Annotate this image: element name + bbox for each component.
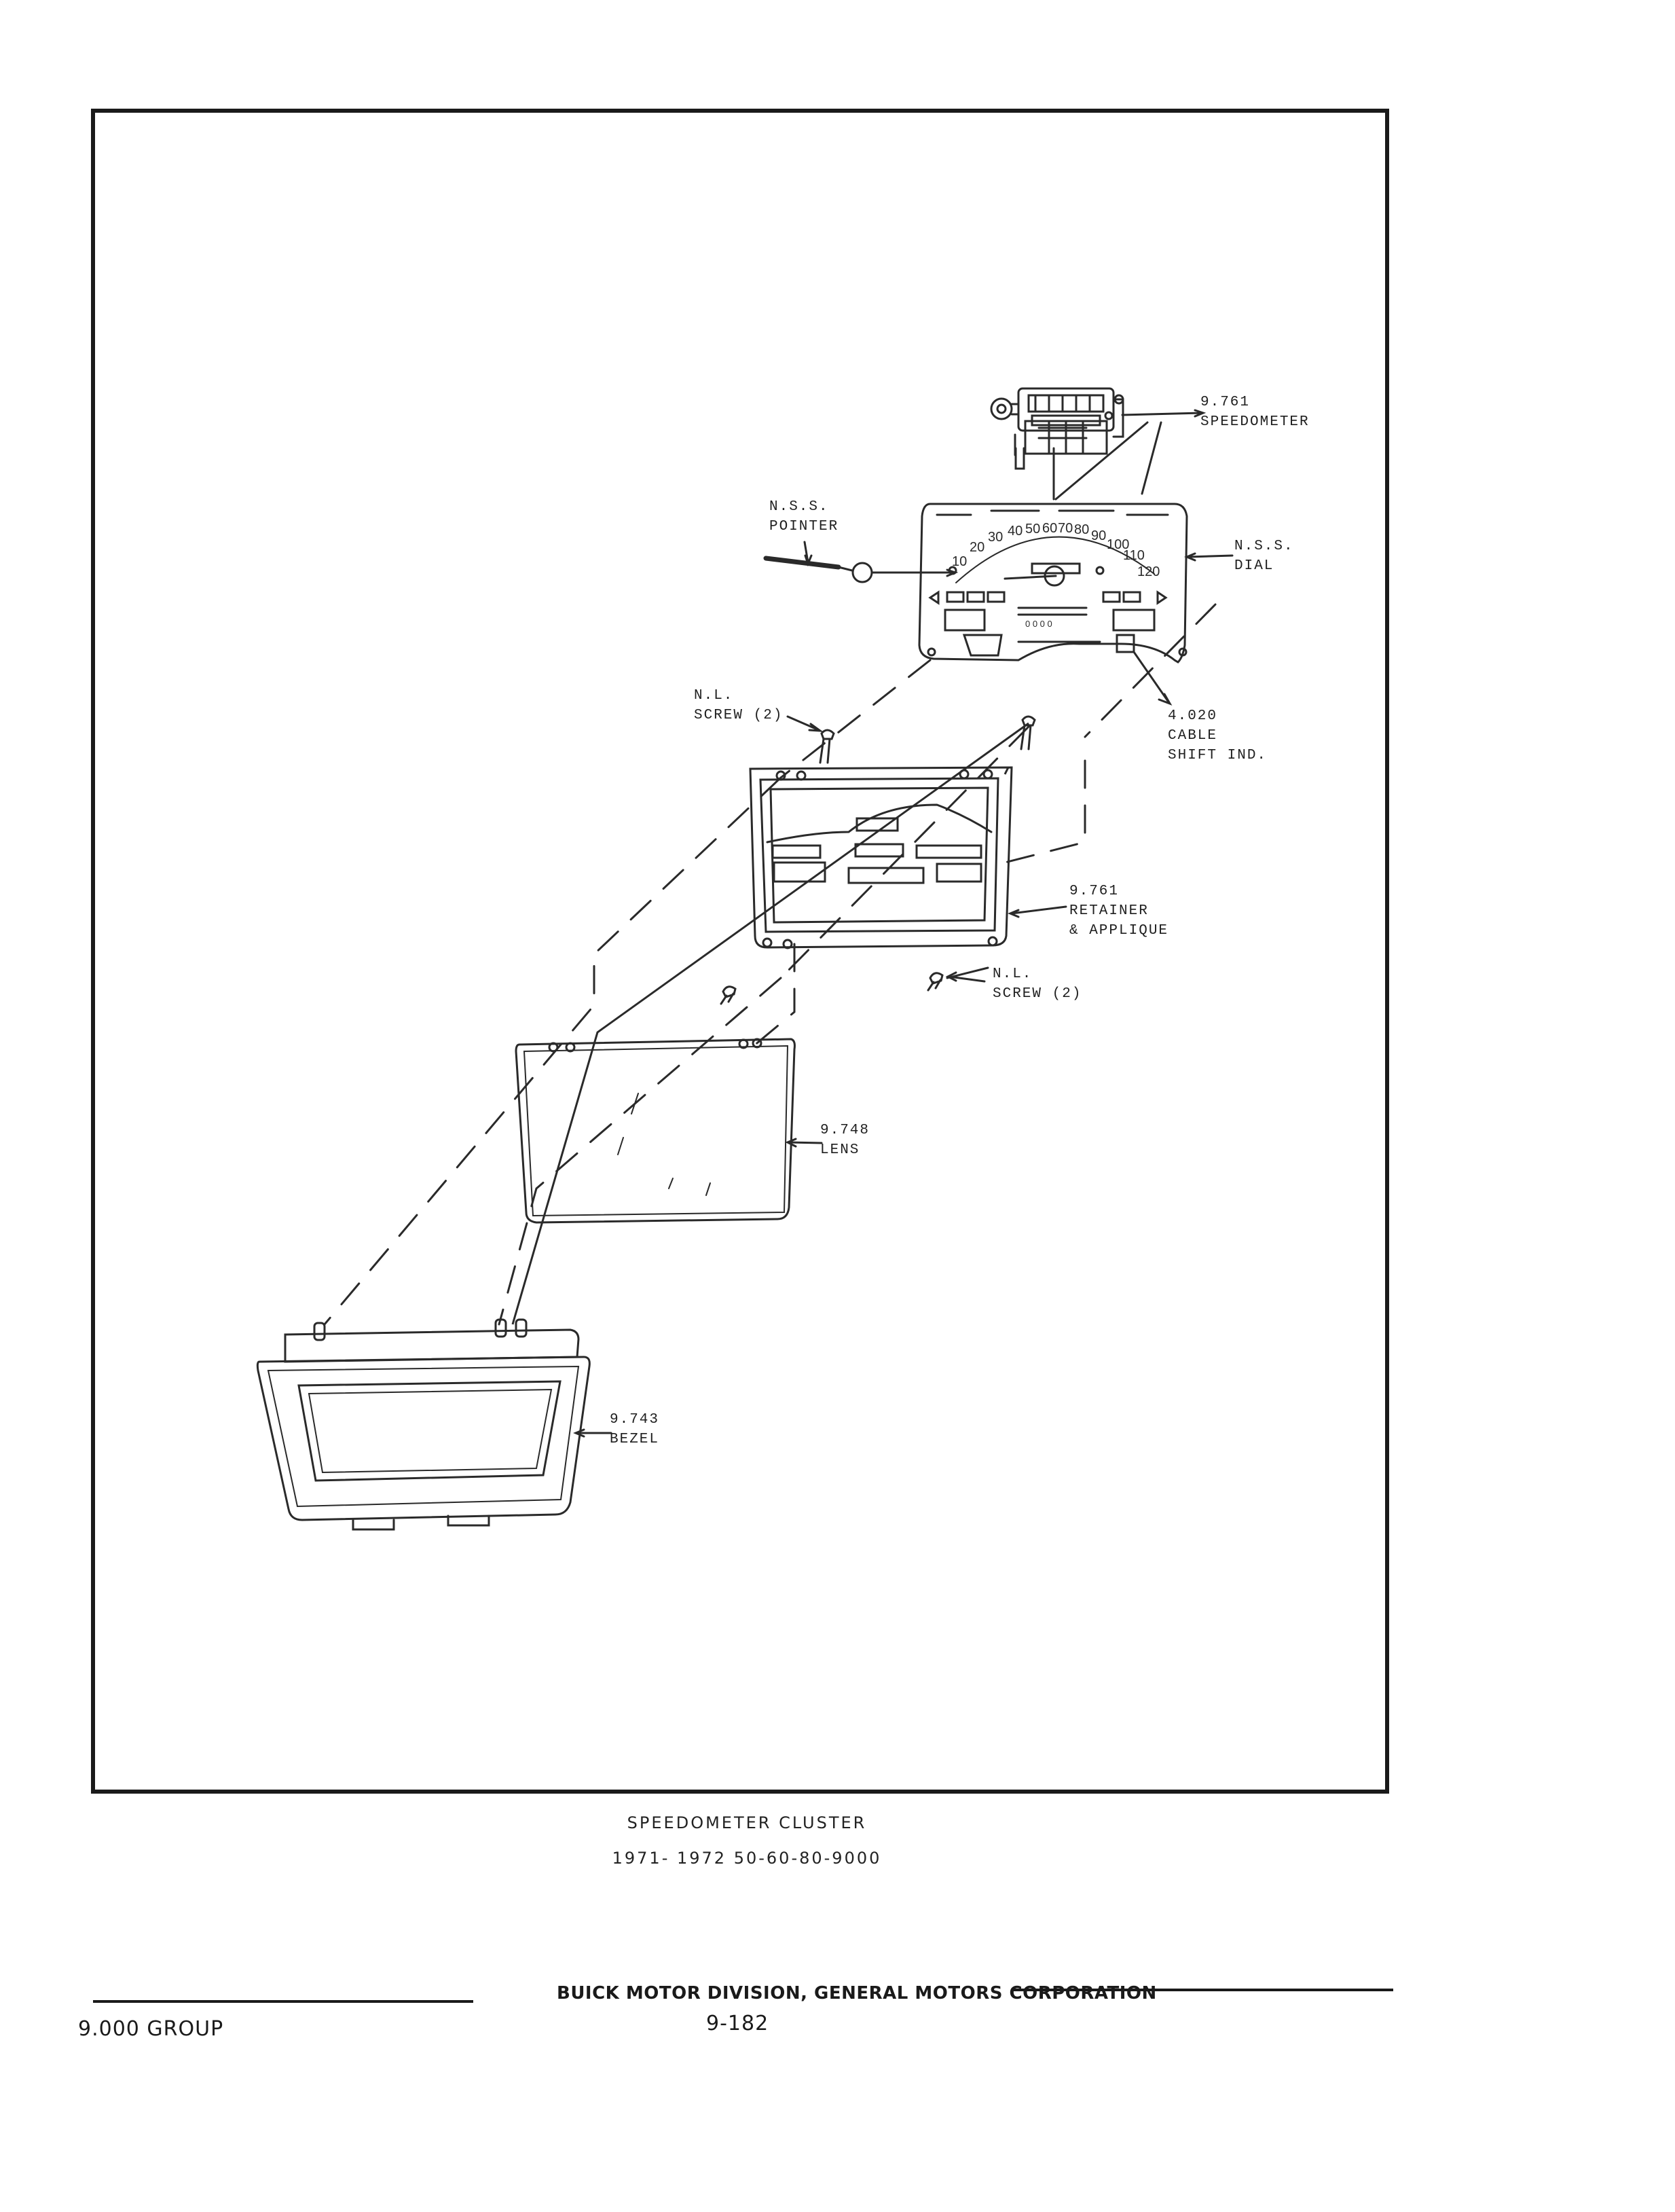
retainer-applique-part: [749, 766, 1013, 949]
pointer-leader: [803, 541, 813, 567]
pointer-part: [763, 556, 873, 583]
diagram-frame: [91, 109, 1389, 1794]
screw-upper-leader: [786, 715, 824, 732]
callout-screw-lower: N.L. SCREW (2): [993, 964, 1082, 1004]
retainer-leader: [1008, 905, 1067, 918]
callout-speedometer: 9.761 SPEEDOMETER: [1200, 393, 1310, 432]
alignment-lines: [323, 603, 1217, 1326]
footer-rule-left: [93, 2000, 473, 2003]
alignment-line-solid-1: [511, 722, 1029, 1325]
callout-number: 9.743: [610, 1412, 660, 1428]
dial-number: 30: [988, 530, 1003, 545]
caption-subtitle: 1971- 1972 50-60-80-9000: [612, 1849, 882, 1868]
callout-dial: N.S.S. DIAL: [1234, 537, 1294, 576]
screw-lower-leader: [945, 971, 986, 983]
callout-number: N.S.S.: [769, 499, 829, 515]
callout-name: RETAINER: [1069, 903, 1149, 919]
cable-leader: [1133, 651, 1173, 706]
dial-number: 120: [1137, 564, 1160, 579]
callout-name: LENS: [820, 1142, 860, 1158]
callout-name: SCREW (2): [993, 986, 1082, 1002]
dial-number: 50: [1025, 522, 1040, 537]
dial-number: 60: [1042, 521, 1057, 536]
callout-extra: SHIFT IND.: [1168, 748, 1268, 763]
screw-lower-right-part: [927, 966, 989, 992]
screw-upper-right-part: [1020, 715, 1036, 750]
bezel-part: [256, 1318, 591, 1531]
bezel-leader: [573, 1428, 612, 1438]
callout-number: 9.761: [1200, 395, 1251, 410]
footer-group: 9.000 GROUP: [78, 2017, 224, 2041]
footer-page-number: 9-182: [706, 2012, 769, 2035]
screw-lower-left-part: [720, 985, 737, 1005]
dial-number: 40: [1008, 524, 1023, 539]
dial-leader: [1184, 552, 1234, 562]
dial-number: 100: [1107, 537, 1129, 552]
speedometer-dial-leader-2: [1141, 421, 1162, 495]
callout-name: CABLE: [1168, 728, 1218, 744]
screw-upper-left-part: [819, 729, 835, 764]
caption-title: SPEEDOMETER CLUSTER: [627, 1813, 867, 1832]
callout-name: BEZEL: [610, 1432, 660, 1447]
callout-retainer: 9.761 RETAINER & APPLIQUE: [1069, 882, 1168, 941]
callout-number: 4.020: [1168, 708, 1218, 724]
callout-name: DIAL: [1234, 558, 1274, 574]
speedometer-dial-leader-1: [1054, 421, 1149, 501]
callout-screw-upper: N.L. SCREW (2): [694, 686, 783, 725]
dial-number: 90: [1091, 528, 1106, 543]
callout-cable: 4.020 CABLE SHIFT IND.: [1168, 706, 1267, 765]
callout-name: SCREW (2): [694, 708, 784, 723]
callout-bezel: 9.743 BEZEL: [610, 1410, 659, 1449]
lens-leader: [785, 1138, 823, 1148]
dial-number: 70: [1058, 521, 1073, 536]
speedometer-head-part: [990, 387, 1124, 470]
callout-lens: 9.748 LENS: [820, 1121, 870, 1160]
dial-numerals: 10 20 30 40 50 60 70 80 90 100 110 120 0…: [952, 521, 1160, 629]
callout-number: N.S.S.: [1234, 539, 1294, 554]
callout-number: 9.748: [820, 1123, 870, 1138]
dial-number: 10: [952, 554, 967, 569]
footer-rule-right: [1013, 1989, 1393, 1991]
callout-number: N.L.: [993, 966, 1033, 982]
dial-odometer: 0 0 0 0: [1025, 619, 1052, 629]
alignment-line-solid-2: [1004, 767, 1010, 775]
dial-plate-part: [918, 503, 1188, 664]
callout-number: N.L.: [694, 688, 734, 704]
callout-name: POINTER: [769, 519, 839, 534]
dial-number: 20: [970, 540, 984, 555]
footer-company: BUICK MOTOR DIVISION, GENERAL MOTORS COR…: [557, 1983, 1157, 2004]
dial-number: 110: [1123, 548, 1145, 563]
callout-pointer: N.S.S. POINTER: [769, 497, 839, 537]
callout-number: 9.761: [1069, 884, 1120, 899]
callout-name: SPEEDOMETER: [1200, 414, 1310, 430]
dial-number: 80: [1074, 522, 1089, 537]
pointer-to-dial-line: [871, 568, 959, 577]
speedometer-leader: [1121, 409, 1207, 418]
callout-extra: & APPLIQUE: [1069, 923, 1169, 939]
lens-part: [515, 1038, 796, 1224]
